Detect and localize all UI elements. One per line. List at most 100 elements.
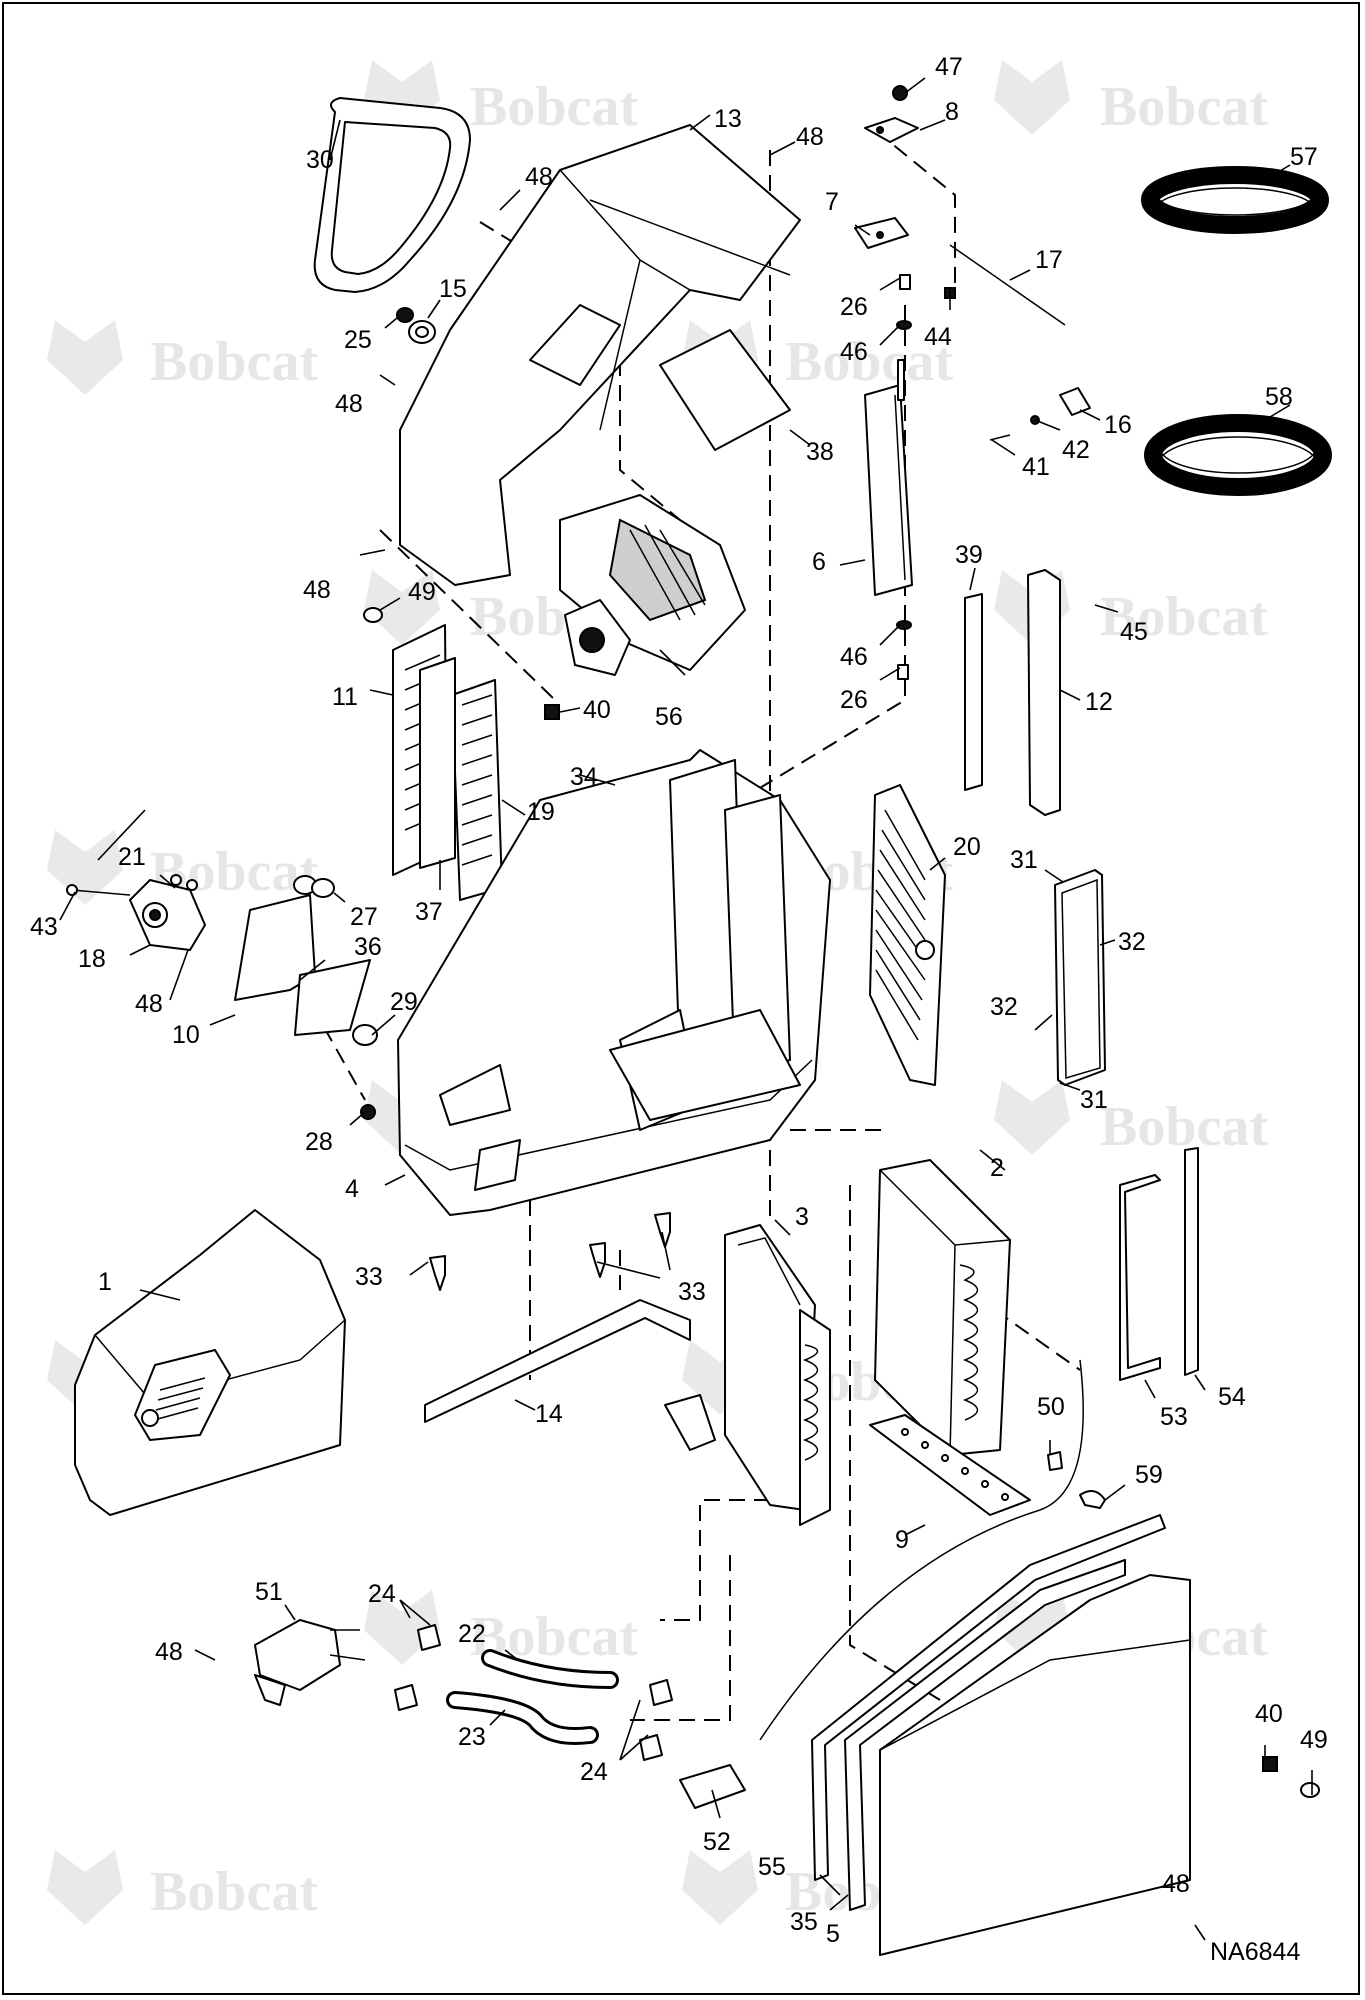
callout-44: 44 — [924, 323, 952, 351]
callout-47: 47 — [935, 53, 963, 81]
callout-43: 43 — [30, 913, 58, 941]
part-6-panel — [864, 359, 913, 596]
callout-53: 53 — [1160, 1403, 1188, 1431]
part-24-clamp — [639, 1734, 663, 1761]
callout-10: 10 — [172, 1021, 200, 1049]
callout-30: 30 — [306, 146, 334, 174]
part-8-bracket — [864, 117, 919, 143]
callout-48: 48 — [303, 576, 331, 604]
callout-3: 3 — [795, 1203, 809, 1231]
callout-24: 24 — [580, 1758, 608, 1786]
part-22-hose — [481, 1649, 619, 1689]
part-16-clip — [1059, 387, 1091, 416]
part-53-seal — [1119, 1174, 1161, 1381]
figure-code: NA6844 — [1210, 1938, 1300, 1966]
watermark-text: Bobcat — [470, 76, 638, 138]
part-37-filter — [419, 657, 456, 869]
part-20-filter — [869, 784, 946, 1086]
part-3-evaporator — [664, 1224, 831, 1526]
callout-46: 46 — [840, 338, 868, 366]
part-59-clamp — [1079, 1490, 1106, 1509]
part-46-washer — [896, 620, 912, 630]
part-36-plate — [294, 959, 371, 1036]
callout-58: 58 — [1265, 383, 1293, 411]
part-49-screw — [363, 607, 383, 623]
callout-27: 27 — [350, 903, 378, 931]
callout-48: 48 — [155, 1638, 183, 1666]
callout-26: 26 — [840, 293, 868, 321]
part-26-spacer — [897, 664, 909, 680]
callout-40: 40 — [583, 696, 611, 724]
callout-26: 26 — [840, 686, 868, 714]
callout-12: 12 — [1085, 688, 1113, 716]
callout-56: 56 — [655, 703, 683, 731]
callout-55: 55 — [758, 1853, 786, 1881]
callout-18: 18 — [78, 945, 106, 973]
callout-21: 21 — [118, 843, 146, 871]
callout-32: 32 — [990, 993, 1018, 1021]
callout-6: 6 — [812, 548, 826, 576]
callout-19: 19 — [527, 798, 555, 826]
part-47-nut — [892, 85, 908, 101]
callout-25: 25 — [344, 326, 372, 354]
part-1-cover — [74, 1209, 346, 1516]
part-15-grommet — [408, 320, 436, 344]
part-38-flap — [659, 329, 791, 451]
part-17-rod — [949, 244, 1066, 326]
callout-14: 14 — [535, 1400, 563, 1428]
part-26-spacer — [899, 274, 911, 290]
watermark-text: Bobcat — [785, 331, 953, 393]
part-50-sensor — [1047, 1451, 1063, 1471]
watermark-logo-icon — [47, 1850, 123, 1925]
callout-4: 4 — [345, 1175, 359, 1203]
part-49-screw — [1300, 1782, 1320, 1798]
part-57-seal-coil — [1141, 166, 1329, 234]
callout-41: 41 — [1022, 453, 1050, 481]
callout-48: 48 — [525, 163, 553, 191]
watermark-text: Bobcat — [1100, 586, 1268, 648]
part-27-grommet — [293, 875, 335, 898]
callout-52: 52 — [703, 1828, 731, 1856]
callout-48: 48 — [1162, 1870, 1190, 1898]
callout-40: 40 — [1255, 1700, 1283, 1728]
part-39-strip — [964, 593, 983, 791]
callout-7: 7 — [825, 188, 839, 216]
callout-46: 46 — [840, 643, 868, 671]
part-52-sensor-cable — [679, 1359, 1084, 1809]
callout-16: 16 — [1104, 411, 1132, 439]
callout-9: 9 — [895, 1526, 909, 1554]
part-2-heater-core — [874, 1159, 1011, 1456]
part-18-actuator — [129, 879, 206, 951]
part-29-grommet — [352, 1024, 378, 1046]
part-21-pins — [170, 874, 198, 891]
watermark-text: Bobcat — [1100, 1096, 1268, 1158]
callout-49: 49 — [1300, 1726, 1328, 1754]
part-33-clip — [429, 1255, 446, 1291]
callout-15: 15 — [439, 275, 467, 303]
watermark-logo-icon — [364, 570, 440, 645]
part-25-grommet — [396, 307, 414, 323]
callout-23: 23 — [458, 1723, 486, 1751]
part-13-upper-duct — [399, 124, 801, 586]
watermark-text: Bobcat — [150, 331, 318, 393]
part-34-main-housing — [397, 749, 831, 1216]
callout-35: 35 — [790, 1908, 818, 1936]
callout-20: 20 — [953, 833, 981, 861]
callout-5: 5 — [826, 1920, 840, 1948]
callout-51: 51 — [255, 1578, 283, 1606]
callout-8: 8 — [945, 98, 959, 126]
watermark-text: Bobcat — [150, 1861, 318, 1923]
callout-11: 11 — [332, 683, 358, 711]
watermark-logo-icon — [47, 320, 123, 395]
part-35-gasket — [844, 1559, 1126, 1911]
part-24-clamp — [417, 1624, 441, 1651]
callout-42: 42 — [1062, 436, 1090, 464]
callout-33: 33 — [678, 1278, 706, 1306]
watermark-logo-icon — [994, 1080, 1070, 1155]
callout-36: 36 — [354, 933, 382, 961]
callout-17: 17 — [1035, 246, 1063, 274]
callout-38: 38 — [806, 438, 834, 466]
callout-24: 24 — [368, 1580, 396, 1608]
callout-50: 50 — [1037, 1393, 1065, 1421]
callout-28: 28 — [305, 1128, 333, 1156]
